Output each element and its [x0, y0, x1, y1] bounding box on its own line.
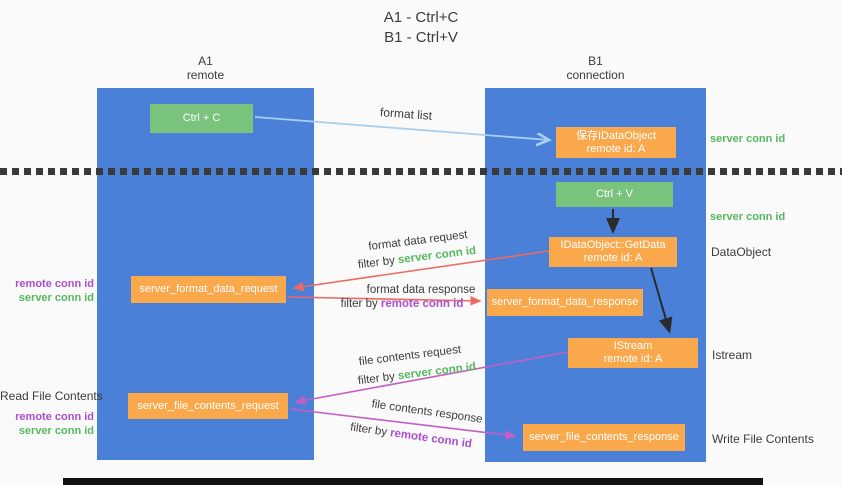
label-remote-conn-id-1: remote conn id	[15, 278, 94, 290]
label-dataobject: DataObject	[711, 245, 772, 259]
node-format-response-label: server_format_data_response	[491, 296, 639, 308]
arrow-label-filter-by-remote-1: filter by remote conn id	[341, 298, 464, 310]
node-file-response-label: server_file_contents_response	[529, 431, 679, 443]
label-write-file-contents: Write File Contents	[712, 432, 814, 446]
node-format-request-label: server_format_data_request	[139, 283, 278, 295]
session-separator-dotted-line	[0, 168, 842, 175]
node-getdata-line1: IDataObject::GetData	[560, 239, 666, 251]
node-ctrl-v-label: Ctrl + V	[596, 188, 633, 200]
title-line-2: B1 - Ctrl+V	[384, 29, 458, 46]
arrow-format-data-request	[292, 250, 550, 292]
node-ctrl-c-label: Ctrl + C	[182, 112, 221, 124]
title-line-1: A1 - Ctrl+C	[383, 9, 459, 26]
filter-by-prefix: filter by	[340, 298, 381, 310]
node-idataobject-getdata: IDataObject::GetData remote id: A	[549, 237, 677, 267]
node-istream-line1: IStream	[613, 340, 653, 352]
window-bottom-edge-bar	[63, 478, 763, 485]
arrow-format-list	[254, 116, 549, 140]
filter-by-value-remote: remote conn id	[380, 298, 464, 310]
node-getdata-line2: remote id: A	[583, 252, 643, 264]
arrow-label-format-data-response: format data response	[366, 284, 476, 296]
lane-right-name: B1	[588, 54, 603, 68]
arrow-getdata-to-istream	[650, 267, 673, 334]
arrow-file-contents-request	[294, 351, 569, 405]
node-istream: IStream remote id: A	[568, 338, 698, 368]
node-ctrl-v: Ctrl + V	[556, 182, 673, 207]
node-save-dataobject-line1: 保存IDataObject	[575, 129, 657, 142]
node-file-request-label: server_file_contents_request	[137, 399, 279, 412]
label-server-conn-id-mid: server conn id	[710, 211, 786, 223]
lane-right-role: connection	[566, 68, 625, 82]
node-server-format-data-response: server_format_data_response	[487, 289, 643, 316]
lane-header-right: B1 connection	[485, 54, 706, 82]
lane-left-name: A1	[198, 54, 213, 68]
node-server-file-contents-response: server_file_contents_response	[523, 424, 685, 451]
arrow-file-contents-response	[289, 408, 517, 440]
node-server-format-data-request: server_format_data_request	[131, 276, 286, 303]
diagram-title: A1 - Ctrl+C B1 - Ctrl+V	[0, 8, 842, 48]
node-server-file-contents-request: server_file_contents_request	[128, 393, 288, 419]
node-save-dataobject: 保存IDataObject remote id: A	[556, 127, 676, 158]
node-save-dataobject-line2: remote id: A	[586, 142, 646, 155]
arrow-format-data-response	[287, 296, 482, 306]
label-istream: Istream	[712, 348, 753, 362]
label-server-conn-id-left-1: server conn id	[18, 292, 94, 304]
label-remote-conn-id-2: remote conn id	[15, 411, 94, 423]
label-server-conn-id-left-2: server conn id	[18, 425, 94, 437]
label-server-conn-id-top: server conn id	[710, 133, 786, 145]
label-read-file-contents: Read File Contents	[0, 389, 103, 403]
lane-left-role: remote	[186, 68, 225, 82]
node-ctrl-c: Ctrl + C	[150, 104, 253, 133]
lane-header-left: A1 remote	[97, 54, 314, 82]
node-istream-line2: remote id: A	[603, 353, 663, 365]
